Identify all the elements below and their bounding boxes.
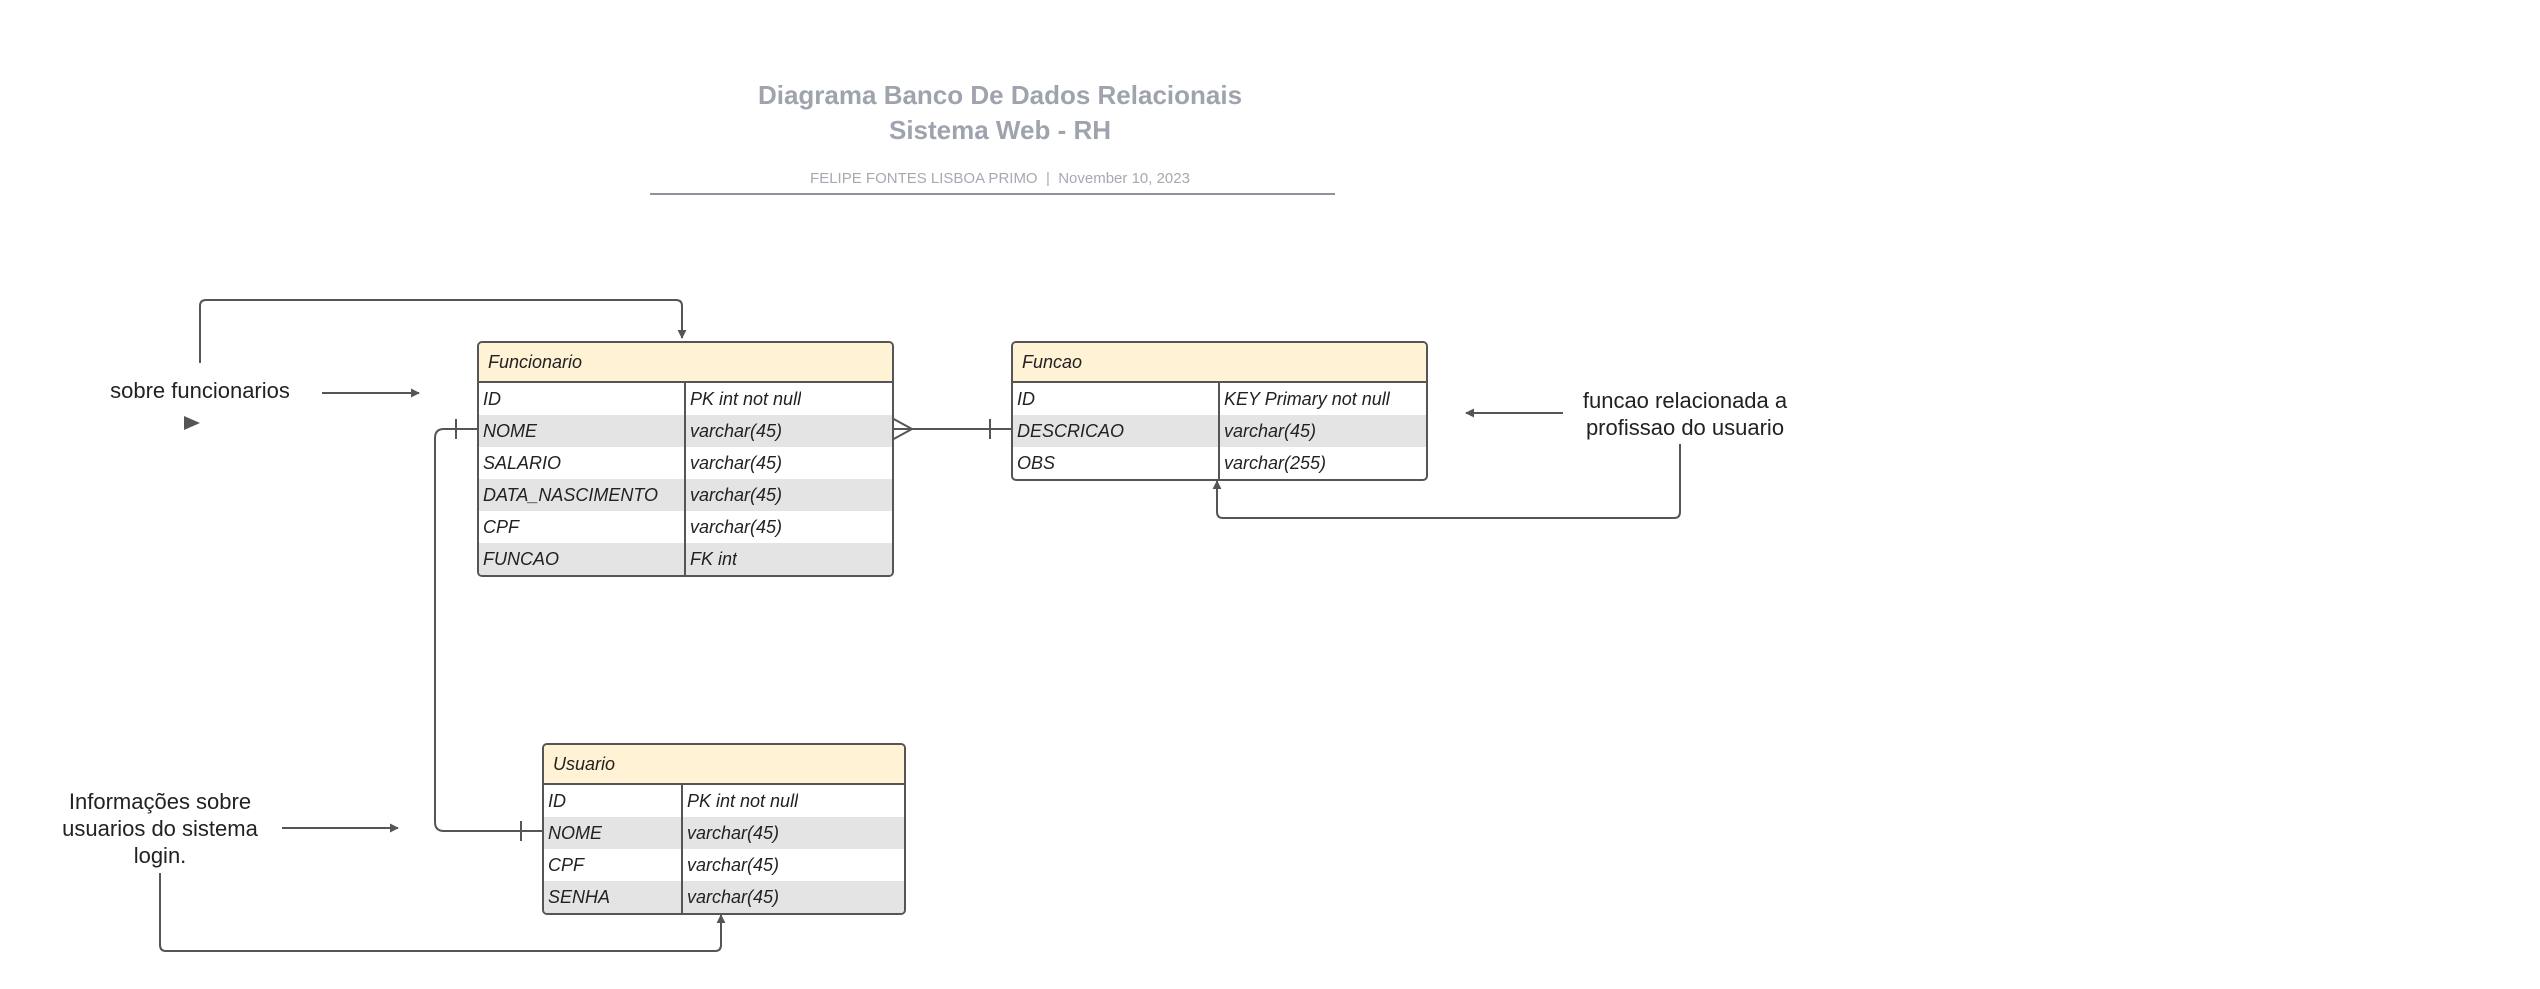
note-usuario[interactable]: Informações sobre usuarios do sistema lo… [30, 788, 290, 869]
field-name: NOME [479, 415, 686, 447]
funcionario-note-connector [199, 299, 687, 363]
field-name: OBS [1013, 447, 1220, 479]
field-type: varchar(45) [690, 453, 783, 473]
field-type: varchar(45) [687, 823, 780, 843]
field-type: varchar(45) [687, 887, 780, 907]
field-name: FUNCAO [479, 543, 686, 575]
entity-name: Funcao [1013, 343, 1426, 383]
note-line: funcao relacionada a [1582, 388, 1788, 413]
field-type: varchar(45) [690, 485, 783, 505]
field-name: ID [1013, 383, 1220, 415]
many-crowfoot [889, 416, 915, 442]
note-funcao[interactable]: funcao relacionada a profissao do usuari… [1510, 387, 1860, 441]
usuario-note-connector [159, 873, 726, 952]
field-name: CPF [479, 511, 686, 543]
funcao-note-connector [1212, 444, 1681, 519]
field-name: ID [479, 383, 686, 415]
entity-name: Usuario [544, 745, 904, 785]
diagram-subtitle: Sistema Web - RH [888, 115, 1111, 145]
note-line: Informações sobre [68, 789, 252, 814]
field-name: CPF [544, 849, 683, 881]
field-type: varchar(45) [690, 517, 783, 537]
field-type: KEY Primary not null [1224, 389, 1390, 409]
field-name: DATA_NASCIMENTO [479, 479, 686, 511]
separator: | [1045, 170, 1050, 187]
field-type: FK int [690, 549, 738, 569]
entity-name: Funcionario [479, 343, 892, 383]
small-arrowhead [184, 416, 200, 430]
note-line: usuarios do sistema [62, 816, 258, 841]
diagram-title: Diagrama Banco De Dados Relacionais [757, 80, 1243, 110]
title-underline [650, 193, 1335, 195]
note-line: profissao do usuario [1585, 415, 1785, 440]
field-type: varchar(45) [690, 421, 783, 441]
note-line: login. [133, 843, 187, 868]
field-name: DESCRICAO [1013, 415, 1220, 447]
field-type: PK int not null [687, 791, 799, 811]
field-type: varchar(255) [1224, 453, 1327, 473]
field-name: NOME [544, 817, 683, 849]
field-name: SALARIO [479, 447, 686, 479]
field-type: varchar(45) [1224, 421, 1317, 441]
field-type: varchar(45) [687, 855, 780, 875]
field-name: SENHA [544, 881, 683, 913]
date: November 10, 2023 [1058, 170, 1190, 187]
note-funcionario[interactable]: sobre funcionarios [110, 378, 290, 403]
field-type: PK int not null [690, 389, 802, 409]
author-date-line: FELIPE FONTES LISBOA PRIMO | November 10… [650, 170, 1350, 187]
funcionario-usuario-relation [434, 428, 542, 832]
field-name: ID [544, 785, 683, 817]
author: FELIPE FONTES LISBOA PRIMO [810, 170, 1038, 187]
